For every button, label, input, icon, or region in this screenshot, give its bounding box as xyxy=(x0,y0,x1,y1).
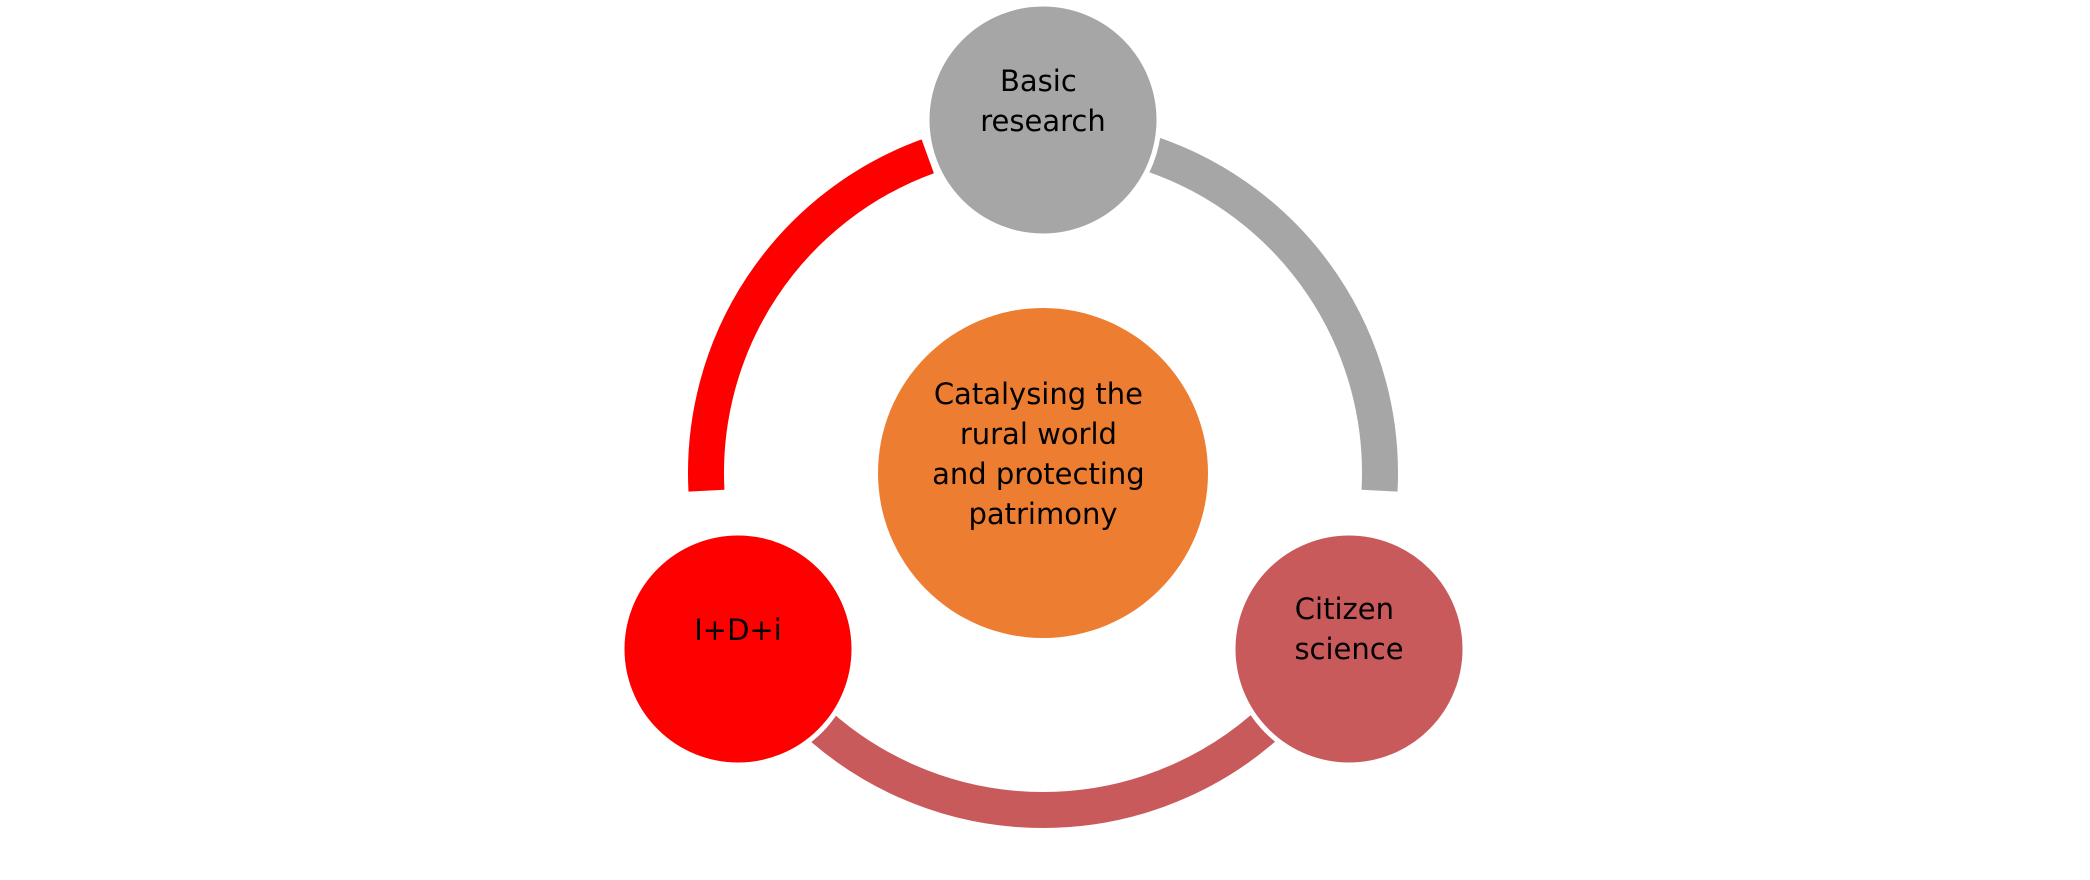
center-circle xyxy=(878,308,1208,638)
center-label-line: patrimony xyxy=(968,497,1117,531)
basic-research-label-line: Basic xyxy=(1000,64,1077,98)
idi-label: I+D+i xyxy=(694,613,782,647)
basic-research-node xyxy=(924,1,1162,239)
center-label-line: rural world xyxy=(960,417,1117,451)
citizen-science-label: Citizen science xyxy=(1294,592,1403,666)
center-label: Catalysing the rural world and protectin… xyxy=(932,377,1154,531)
basic-research-label: Basic research xyxy=(980,64,1105,138)
arc-idi-to-basic xyxy=(688,139,934,492)
idi-node xyxy=(619,530,857,768)
basic-research-label-line: research xyxy=(980,104,1105,138)
idi-label-line: I+D+i xyxy=(694,613,782,647)
center-label-line: Catalysing the xyxy=(934,377,1143,411)
citizen-science-node xyxy=(1230,530,1468,768)
center-label-line: and protecting xyxy=(932,457,1145,491)
citizen-science-label-line: science xyxy=(1294,632,1403,666)
arc-basic-to-citizen xyxy=(1146,137,1398,492)
citizen-science-label-line: Citizen xyxy=(1295,592,1394,626)
arc-citizen-to-idi xyxy=(787,694,1299,828)
